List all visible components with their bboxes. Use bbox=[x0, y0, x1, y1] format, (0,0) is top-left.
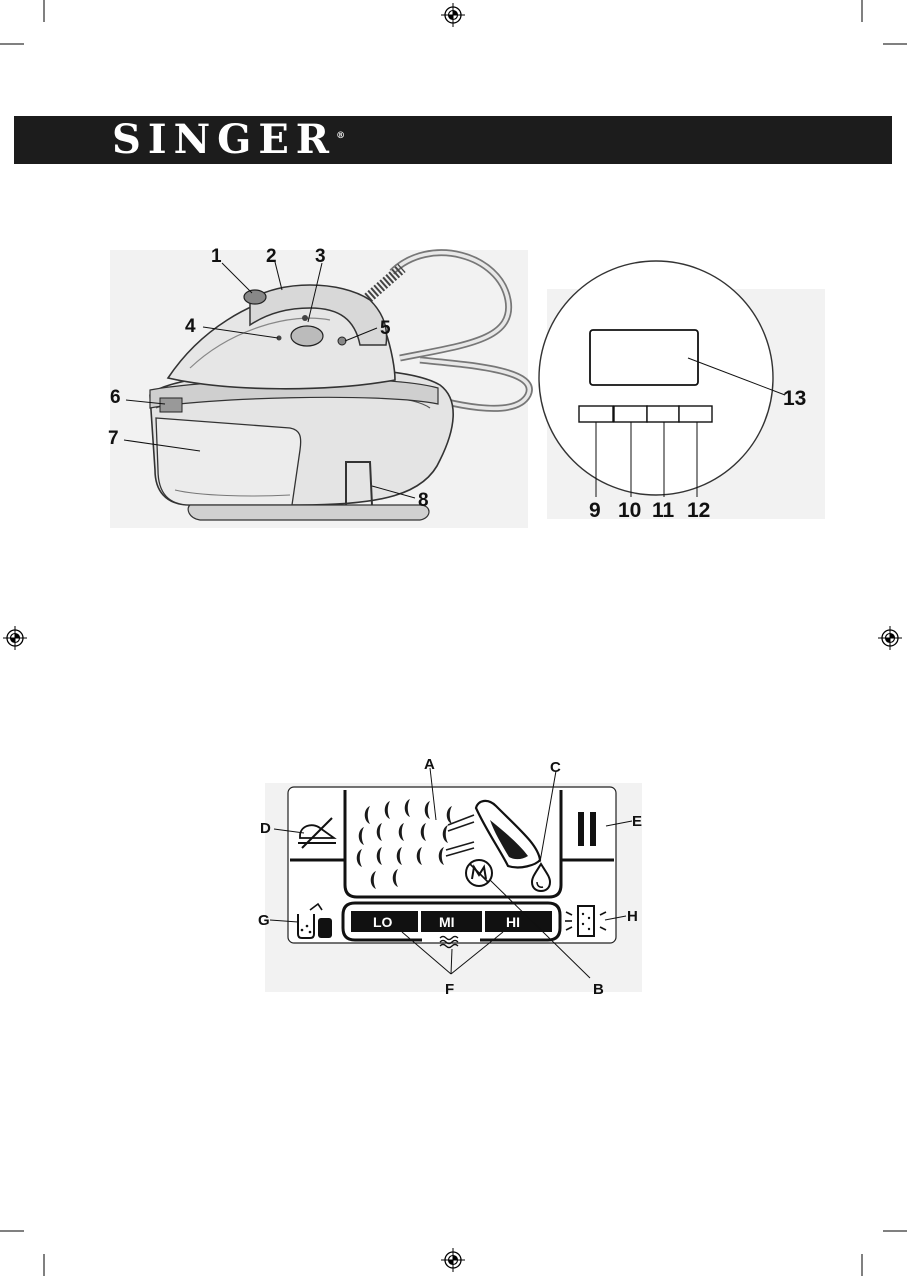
callout-1: 1 bbox=[211, 246, 222, 267]
anti-calc-icon bbox=[466, 860, 492, 886]
label-f: F bbox=[445, 981, 454, 998]
label-g: G bbox=[258, 912, 270, 929]
callout-5: 5 bbox=[380, 318, 391, 339]
callout-7: 7 bbox=[108, 428, 119, 449]
button-10 bbox=[614, 406, 647, 422]
control-panel-illustration: 13 9 10 11 12 bbox=[539, 261, 825, 522]
display-window bbox=[590, 330, 698, 385]
callout-4: 4 bbox=[185, 316, 196, 337]
label-d: D bbox=[260, 820, 271, 837]
callout-12: 12 bbox=[687, 499, 710, 522]
segment-hi-label: HI bbox=[506, 914, 520, 930]
label-h: H bbox=[627, 908, 638, 925]
registration-mark-left-icon bbox=[3, 626, 27, 650]
callout-11: 11 bbox=[652, 499, 675, 522]
button-9 bbox=[579, 406, 613, 422]
label-c: C bbox=[550, 759, 561, 776]
button-11 bbox=[647, 406, 679, 422]
segment-lo-label: LO bbox=[373, 914, 393, 930]
button-12 bbox=[679, 406, 712, 422]
callout-2: 2 bbox=[266, 246, 277, 267]
steam-iron-illustration: 1 2 3 4 5 6 7 8 bbox=[108, 246, 529, 528]
callout-9: 9 bbox=[589, 499, 601, 522]
registration-mark-top-icon bbox=[441, 3, 465, 27]
registration-mark-bottom-icon bbox=[441, 1248, 465, 1272]
label-b: B bbox=[593, 981, 604, 998]
callout-3: 3 bbox=[315, 246, 326, 267]
callout-13: 13 bbox=[783, 387, 806, 410]
callout-8: 8 bbox=[418, 490, 429, 511]
callout-6: 6 bbox=[110, 387, 121, 408]
lcd-display-diagram: LO MI HI A B C D E F G H bbox=[258, 756, 642, 998]
label-e: E bbox=[632, 813, 642, 830]
registration-mark-right-icon bbox=[878, 626, 902, 650]
segment-mi-label: MI bbox=[439, 914, 455, 930]
label-a: A bbox=[424, 756, 435, 773]
callout-10: 10 bbox=[618, 499, 641, 522]
